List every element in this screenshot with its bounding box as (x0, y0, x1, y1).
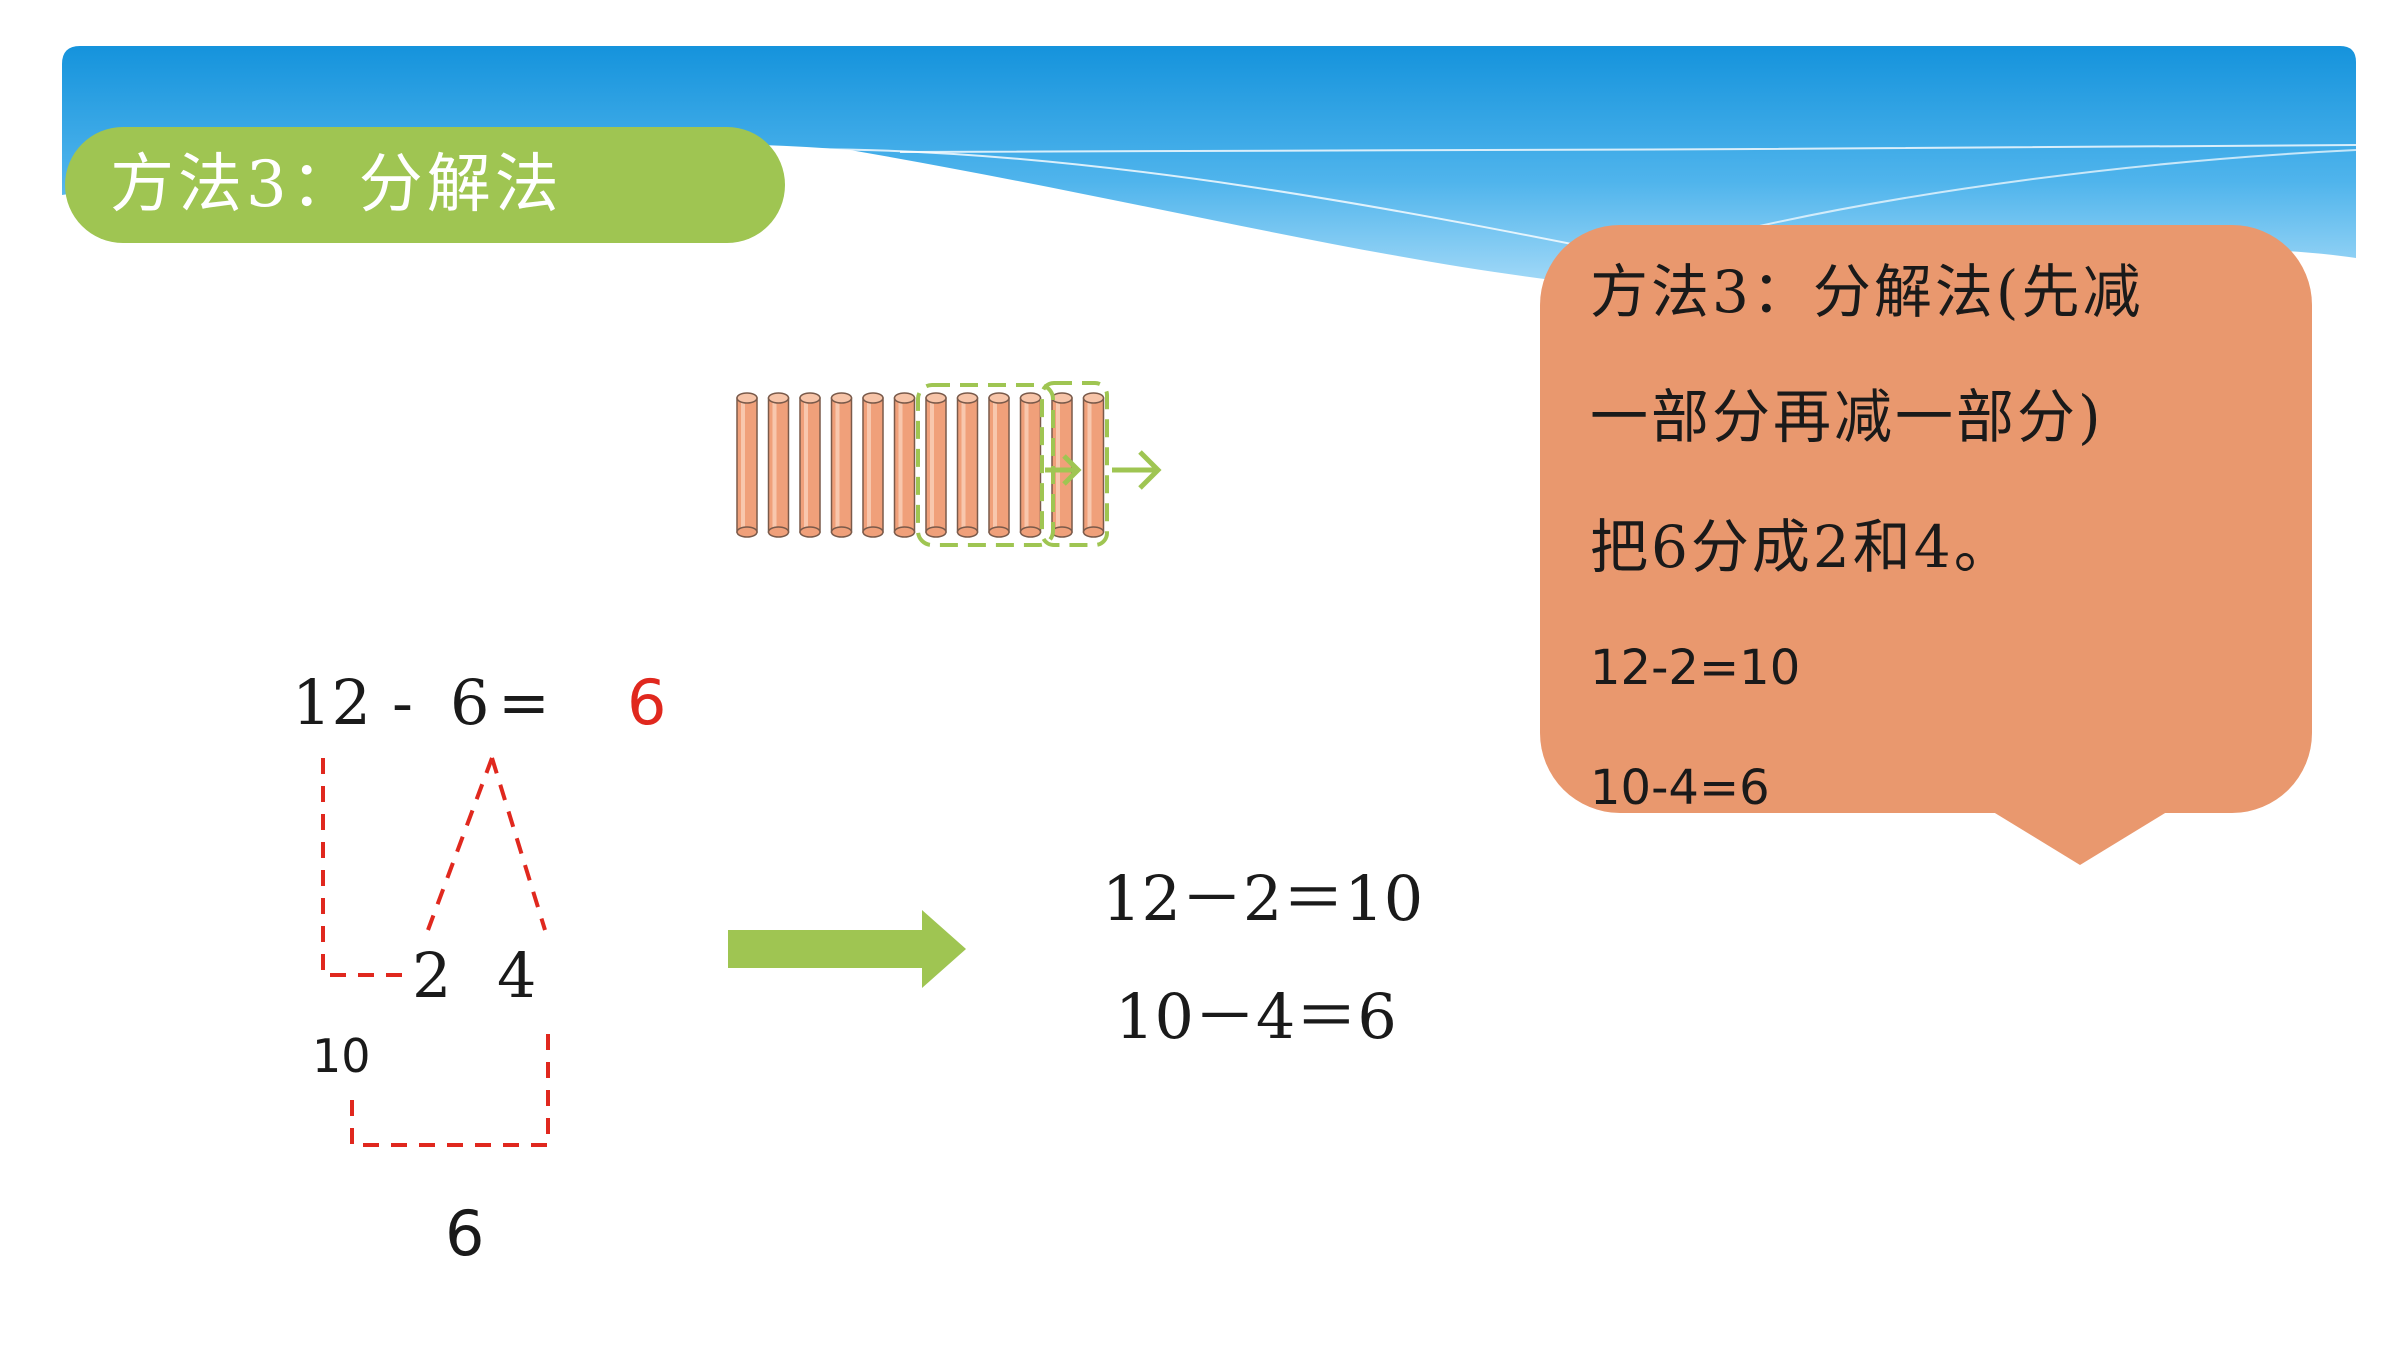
answer: 6 (627, 666, 667, 739)
subtrahend: 6 (450, 666, 490, 739)
stick (767, 392, 790, 538)
intermediate-value: 10 (312, 1029, 371, 1083)
step-1: 12－2＝10 (1102, 862, 1424, 935)
stick (736, 392, 758, 538)
stick (862, 392, 884, 538)
equals-sign: = (498, 666, 550, 739)
result-arrow-head (922, 910, 966, 988)
stick (956, 392, 979, 538)
group-box-two (1040, 381, 1109, 547)
stick (830, 392, 853, 538)
bubble-line-5: 10-4=6 (1590, 760, 1770, 816)
bracket-10-to-4 (350, 1025, 550, 1147)
bubble-line-1: 方法3：分解法(先减 (1590, 258, 2144, 326)
split-line-right (490, 757, 547, 931)
stick (1082, 392, 1105, 538)
step-2: 10－4＝6 (1115, 980, 1397, 1053)
stick (925, 392, 947, 538)
split-line-left (426, 757, 494, 931)
take-away-arrow-1 (1045, 454, 1082, 486)
bubble-line-3: 把6分成2和4。 (1590, 513, 2015, 581)
minus-sign: - (392, 666, 413, 739)
bubble-line-4: 12-2=10 (1590, 640, 1801, 696)
group-box-four (916, 383, 1055, 547)
split-left: 2 (412, 939, 452, 1012)
explanation-bubble (1540, 225, 2312, 813)
stick (988, 392, 1010, 538)
take-away-arrow-2 (1112, 450, 1162, 490)
stick (1019, 392, 1042, 538)
final-result: 6 (445, 1197, 485, 1270)
slide-title: 方法3：分解法 (110, 148, 563, 222)
bubble-line-2: 一部分再减一部分) (1590, 383, 2104, 451)
bubble-tail (1990, 810, 2170, 865)
stick (893, 392, 916, 538)
stick (799, 392, 821, 538)
result-arrow-body (728, 930, 928, 968)
minuend: 12 (292, 666, 371, 739)
title-pill (65, 127, 785, 243)
bracket-12-to-2 (321, 758, 405, 977)
split-right: 4 (497, 939, 537, 1012)
